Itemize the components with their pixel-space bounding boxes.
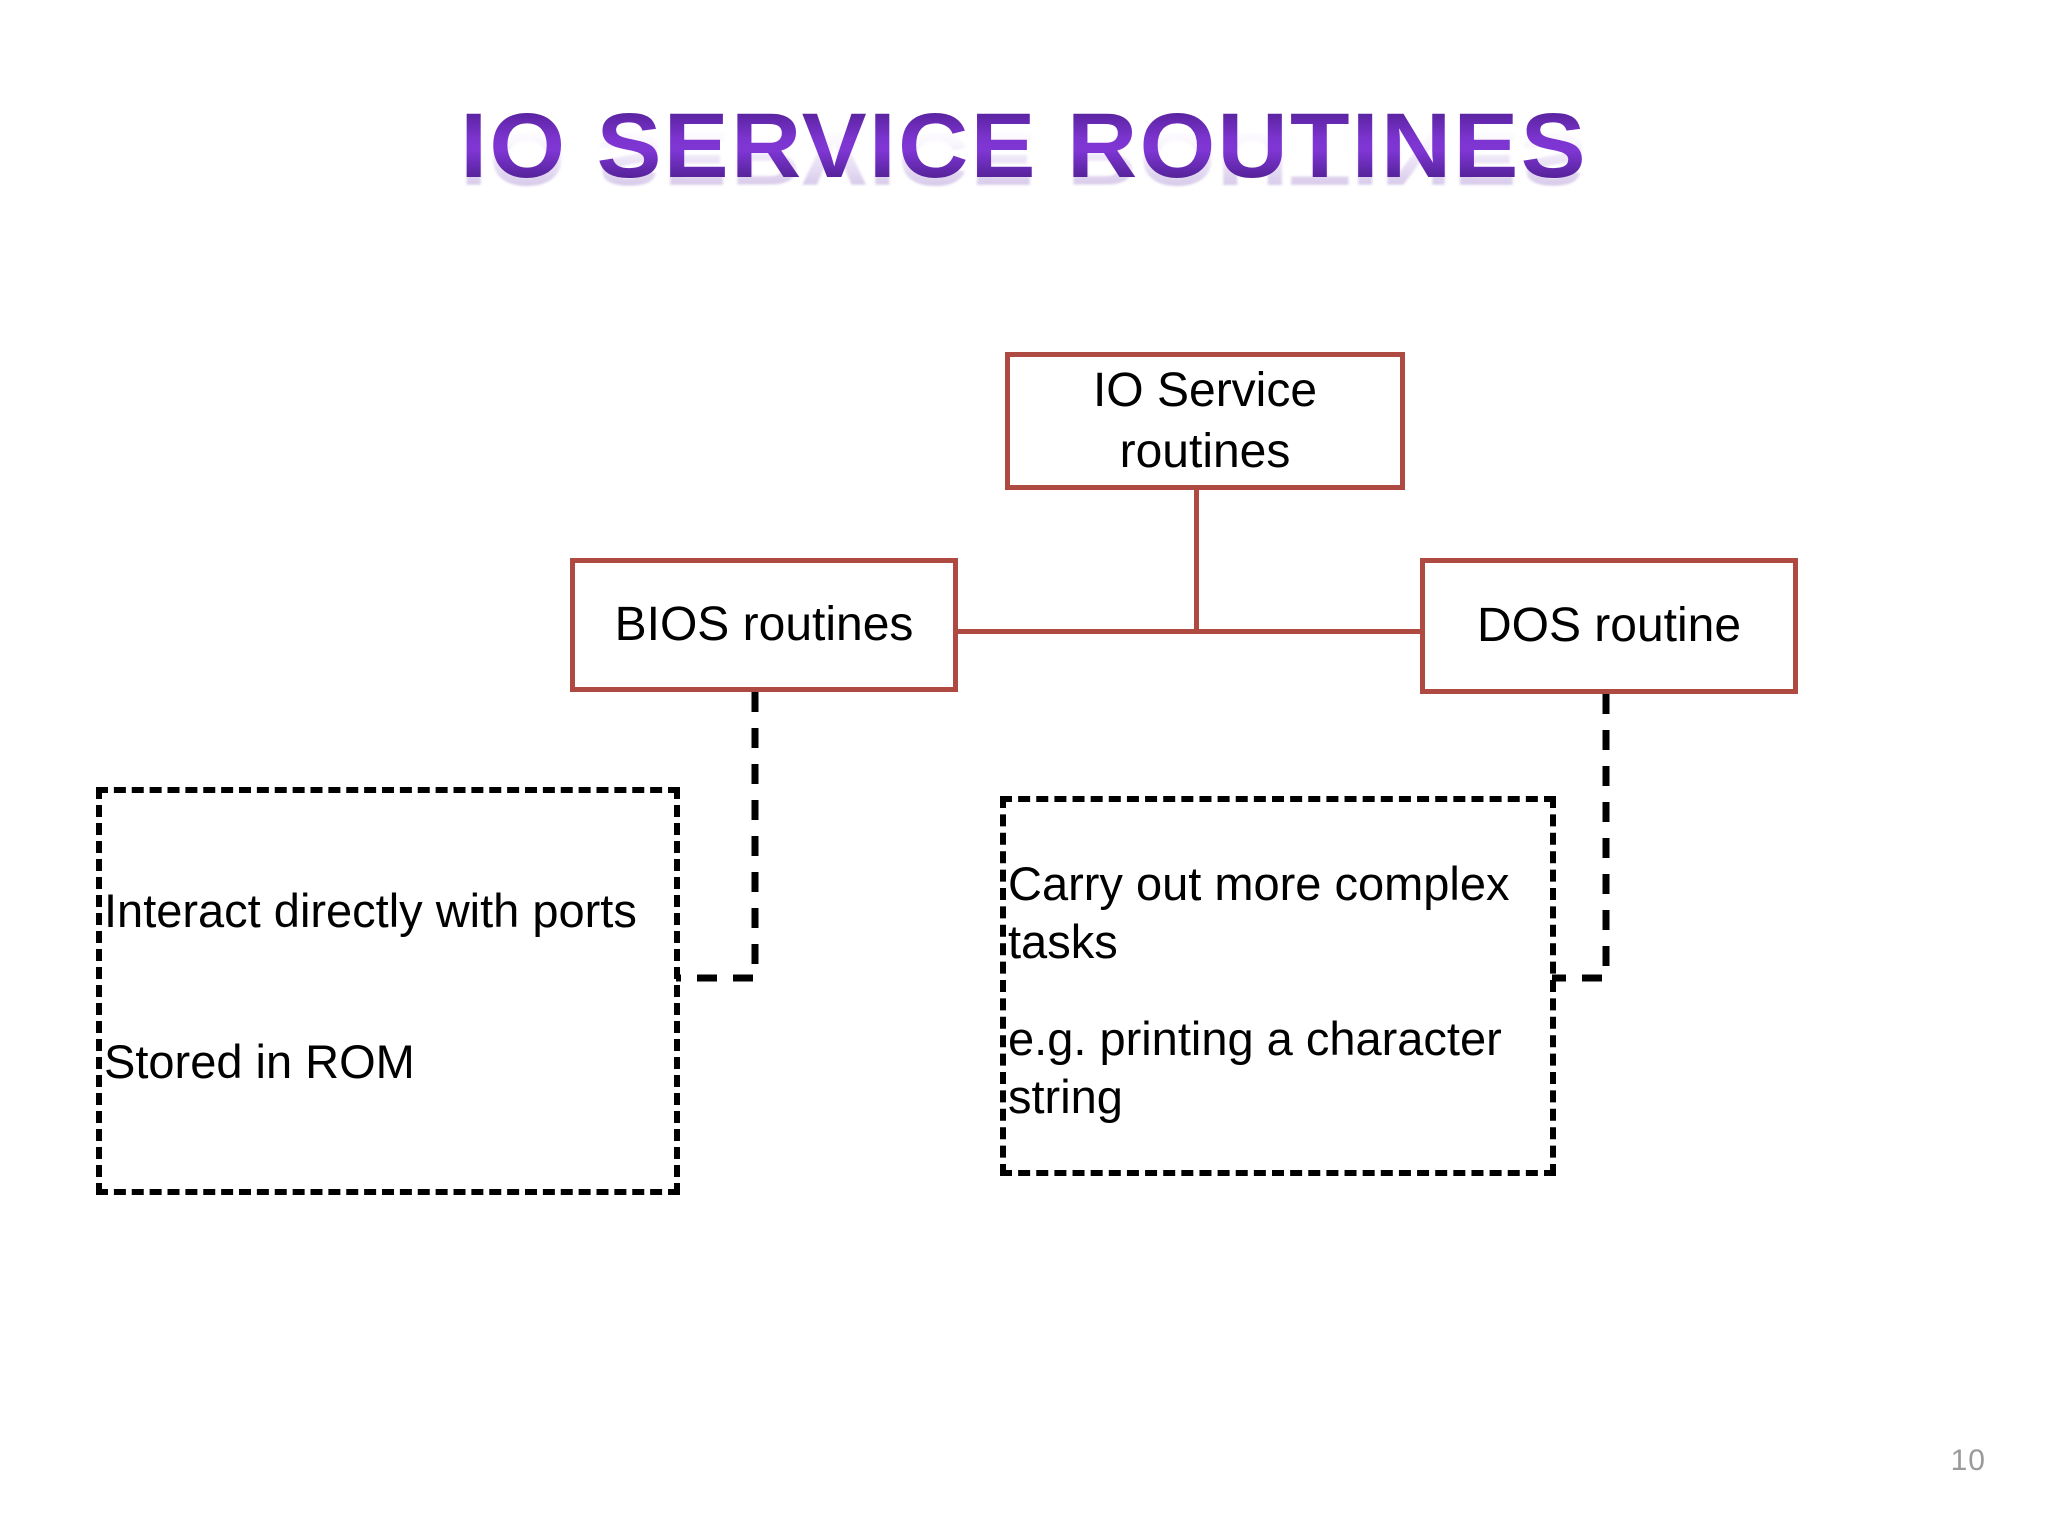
slide-title-reflection: IO Service routines — [0, 116, 2048, 288]
node-io-service-routines-label: IO Service routines — [1092, 363, 1318, 478]
connector-bios-to-note — [676, 692, 759, 982]
connector-bios-to-dos-horizontal — [950, 629, 1425, 634]
note-bios-line-2: Stored in ROM — [104, 1035, 415, 1088]
page-number: 10 — [1950, 1444, 1986, 1477]
page-title: IO Service routines — [0, 100, 2048, 192]
note-bios-line-1: Interact directly with ports — [104, 884, 637, 937]
slide-title-text: IO Service routines — [460, 95, 1588, 197]
note-dos-line-1: Carry out more complex tasks — [1008, 857, 1510, 969]
node-dos-routine[interactable]: DOS routine — [1420, 558, 1798, 694]
node-io-service-routines[interactable]: IO Service routines — [1005, 352, 1405, 490]
connector-root-to-branch-vertical — [1194, 486, 1199, 634]
node-bios-routines[interactable]: BIOS routines — [570, 558, 958, 692]
connector-dos-to-note — [1552, 694, 1610, 982]
node-dos-routine-label: DOS routine — [1476, 599, 1742, 653]
note-dos-routine[interactable] — [1000, 796, 1556, 1176]
note-dos-line-2: e.g. printing a character string — [1008, 1012, 1502, 1124]
note-bios-routines[interactable] — [96, 787, 680, 1195]
node-bios-routines-label: BIOS routines — [614, 598, 914, 652]
